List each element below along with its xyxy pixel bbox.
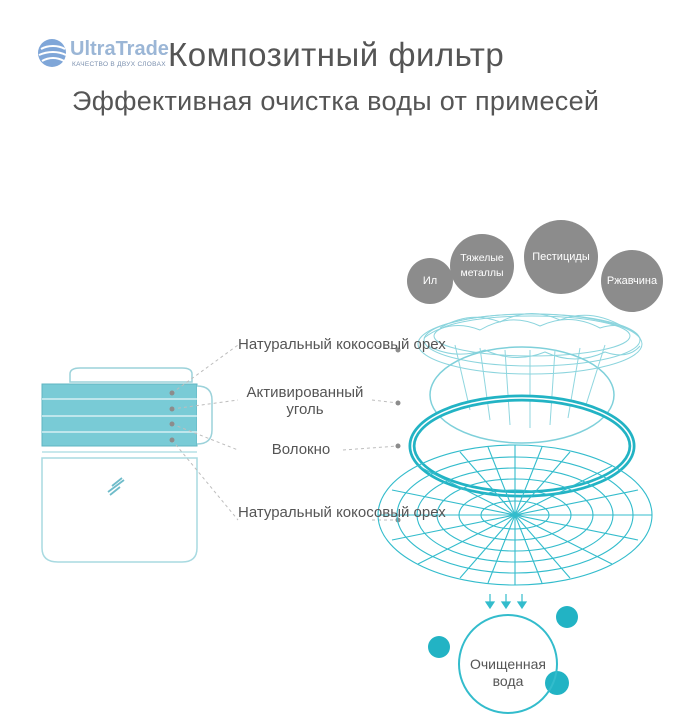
- contaminant-heavy-metals-bubble: Тяжелые металлы: [450, 234, 514, 298]
- ultratrade-logo: UltraTrade КАЧЕСТВО В ДВУХ СЛОВАХ: [36, 36, 186, 76]
- coconut-top-layer: [417, 312, 643, 375]
- filter-cartridge: [41, 367, 213, 563]
- flow-arrows-icon: [484, 594, 528, 610]
- logo-tagline: КАЧЕСТВО В ДВУХ СЛОВАХ: [72, 61, 166, 68]
- logo-globe-icon: [38, 39, 67, 67]
- water-drop-dot: [556, 606, 578, 628]
- page-title: Композитный фильтр: [168, 36, 505, 73]
- cartridge-logo-icon: [107, 477, 125, 496]
- purified-water-label: Очищенная вода: [470, 656, 546, 689]
- layer-label-carbon: Активированный уголь: [246, 384, 364, 418]
- funnel-lines: [454, 344, 606, 428]
- leader-lines: [171, 344, 399, 521]
- contaminant-silt-bubble: Ил: [407, 258, 453, 304]
- leader-dots: [169, 347, 401, 523]
- layer-label-coconut-top: Натуральный кокосовый орех: [238, 336, 446, 353]
- page-subtitle: Эффективная очистка воды от примесей: [72, 86, 600, 116]
- carbon-layer: [429, 346, 615, 444]
- coconut-bottom-grid: [377, 444, 653, 586]
- layer-label-coconut-bottom: Натуральный кокосовый орех: [238, 504, 446, 521]
- water-drop-dot: [428, 636, 450, 658]
- logo-name: UltraTrade: [70, 38, 169, 60]
- exploded-layers: [377, 312, 653, 610]
- contaminant-pesticides-bubble: Пестициды: [524, 220, 598, 294]
- contaminant-rust-bubble: Ржавчина: [601, 250, 663, 312]
- layer-label-fiber: Волокно: [271, 441, 331, 458]
